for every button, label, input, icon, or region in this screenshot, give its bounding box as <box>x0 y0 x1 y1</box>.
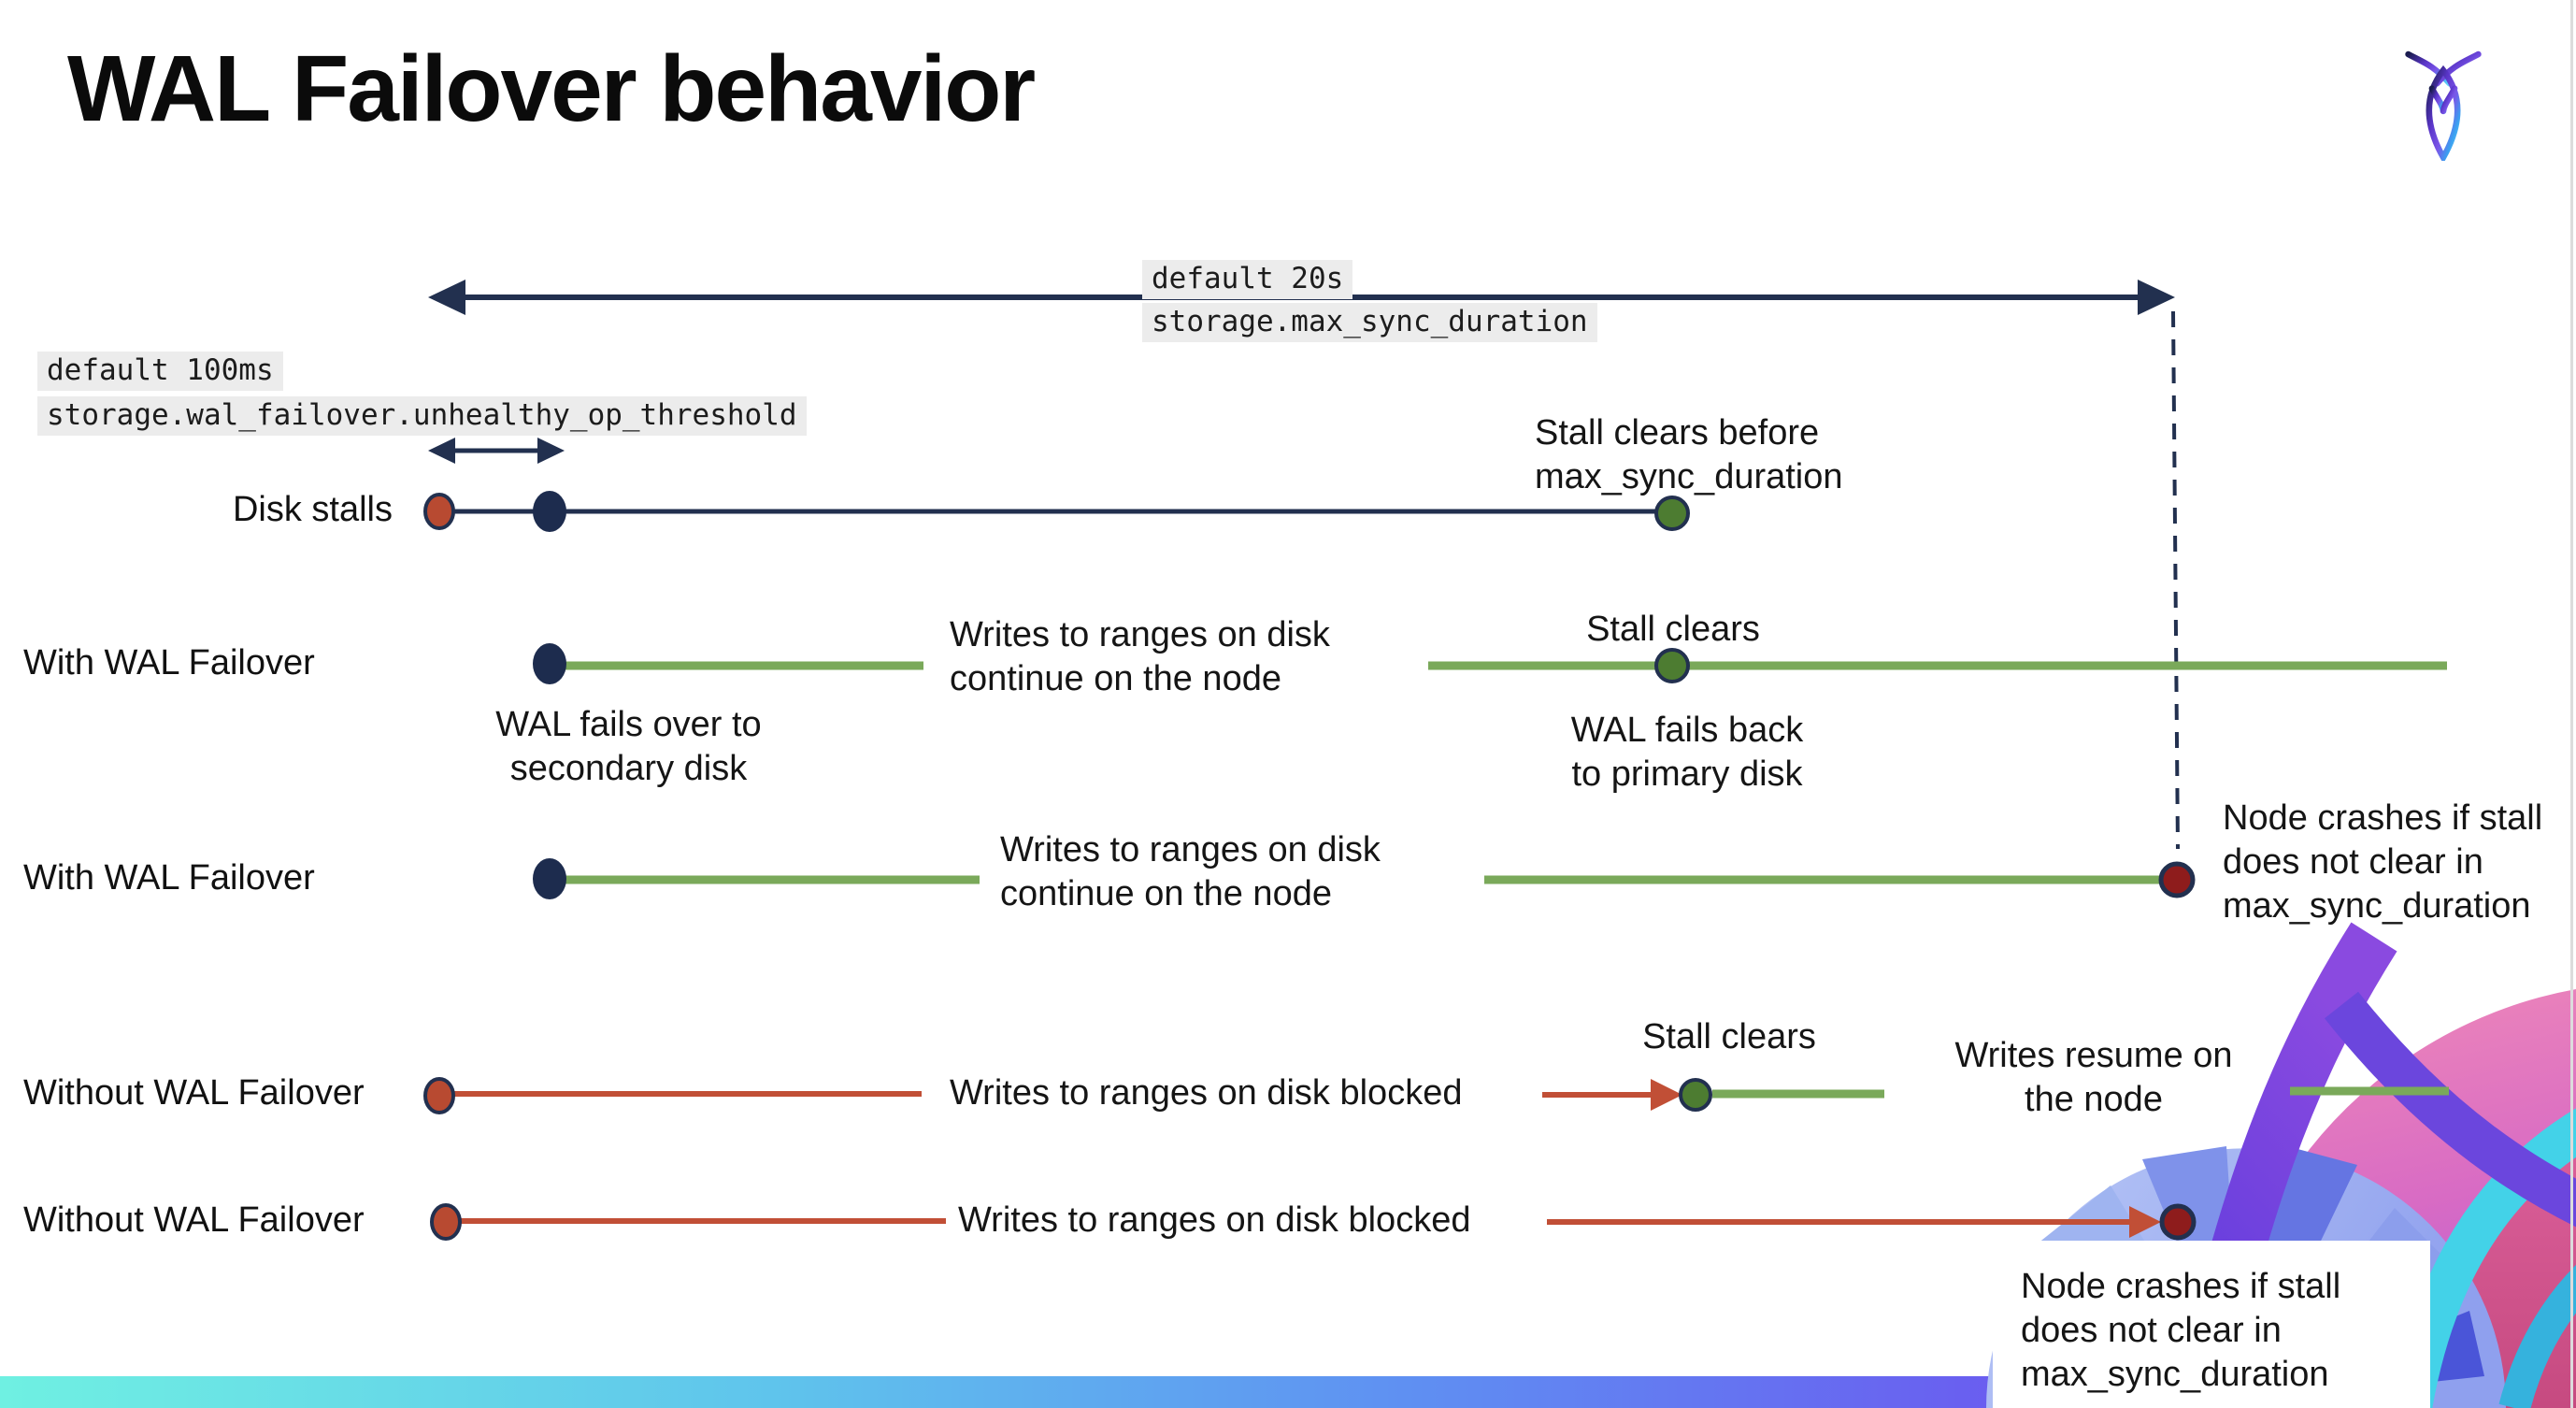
max-sync-duration-span-arrow <box>428 280 2175 315</box>
timeline-without-failover-2 <box>430 1203 2197 1241</box>
slide-right-edge <box>2570 0 2573 1408</box>
node-crash-dot <box>2159 1203 2197 1241</box>
inner-right-icon <box>2440 85 2458 115</box>
brand-cyan-arc <box>2498 1265 2576 1408</box>
timeline-without-failover-1 <box>423 1077 2449 1114</box>
callout-node-crashes-2: Node crashes if stall does not clear in … <box>2021 1267 2341 1395</box>
node-crash-callout-box: Node crashes if stall does not clear in … <box>1993 1241 2430 1408</box>
failover-dot <box>533 643 566 684</box>
node-crash-dot <box>2158 861 2196 898</box>
arrowhead-left-icon <box>428 438 455 464</box>
timeline-disk-stalls <box>423 491 1690 532</box>
stall-clears-dot <box>1654 648 1690 683</box>
arrowhead-right-icon <box>2138 280 2175 315</box>
arrowhead-left-icon <box>428 280 465 315</box>
antenna-left-icon <box>2405 50 2454 87</box>
brand-purple-band <box>2324 991 2576 1228</box>
disk-stall-start-dot <box>423 1077 455 1114</box>
timeline-with-failover-1 <box>533 643 2447 684</box>
disk-stall-start-dot <box>430 1203 462 1241</box>
failover-threshold-dot <box>533 491 566 532</box>
max-sync-deadline-dashed-line <box>2171 310 2180 850</box>
unhealthy-op-threshold-span-arrow <box>428 438 565 464</box>
body-outline-icon <box>2426 65 2461 161</box>
disk-stall-start-dot <box>423 493 455 530</box>
stall-clears-dot <box>1654 496 1690 531</box>
arrowhead-right-icon <box>2129 1206 2161 1238</box>
timeline-with-failover-2 <box>533 858 2196 899</box>
antenna-right-icon <box>2433 50 2482 87</box>
arrowhead-right-icon <box>1651 1079 1682 1111</box>
failover-dot <box>533 858 566 899</box>
arrowhead-right-icon <box>537 438 565 464</box>
stall-clears-dot <box>1679 1078 1712 1112</box>
cockroachdb-logo <box>2405 50 2482 161</box>
